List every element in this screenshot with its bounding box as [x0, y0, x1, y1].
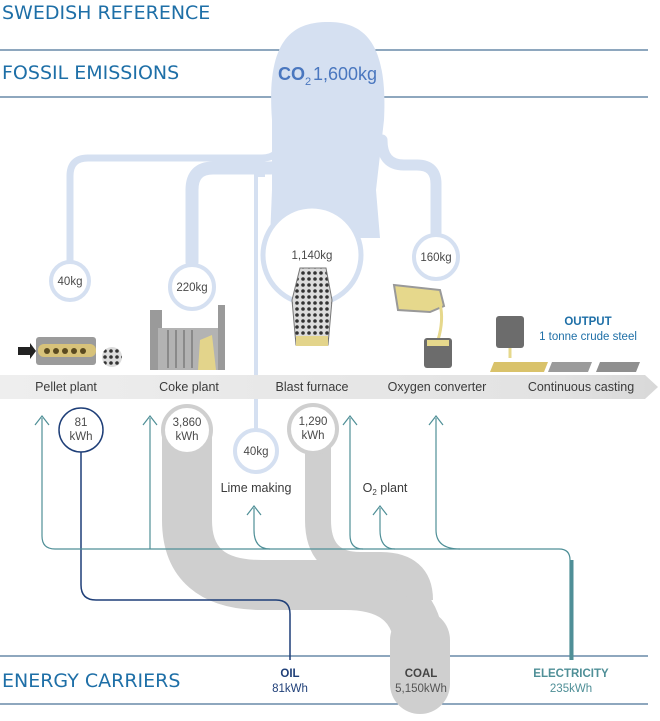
process-coke-plant: Coke plant [159, 380, 219, 394]
svg-text:CO2: CO2 [278, 64, 311, 88]
output-title: OUTPUT [564, 316, 611, 328]
co2-main-plume [270, 22, 385, 238]
coal-flows [162, 430, 445, 690]
carrier-electricity-value: 235kWh [550, 683, 592, 695]
coke-energy-value: 3,860 [173, 417, 202, 429]
o2-plant-word: plant [377, 481, 408, 495]
oil-flow [80, 452, 291, 660]
blast-energy-value: 1,290 [299, 416, 328, 428]
electricity-flows [41, 418, 571, 660]
co2-total-value: 1,600kg [313, 64, 377, 84]
process-strip [0, 375, 658, 399]
blast-furnace-icon [291, 267, 333, 346]
o2-sub: 2 [372, 488, 377, 497]
coke-energy-unit: kWh [176, 431, 199, 443]
section-fossil-emissions: FOSSIL EMISSIONS [2, 62, 179, 84]
coal-carrier-capsule [390, 610, 450, 714]
process-blast-furnace: Blast furnace [276, 380, 349, 394]
lime-emission: 40kg [244, 446, 269, 458]
process-continuous-casting: Continuous casting [528, 380, 634, 394]
coke-energy-bubble [161, 404, 213, 456]
pellet-energy-bubble [58, 407, 104, 453]
lime-making-label: Lime making [221, 481, 292, 495]
o2-chem: O [363, 481, 373, 495]
coke-emission: 220kg [176, 282, 207, 294]
pellet-energy-value: 81 [75, 417, 88, 429]
carrier-oil-name: OIL [280, 668, 299, 680]
carrier-coal-name: COAL [405, 668, 438, 680]
page-title: SWEDISH REFERENCE [2, 2, 210, 24]
carrier-coal-value: 5,150kWh [395, 683, 447, 695]
emission-bubbles [49, 203, 460, 474]
blast-emission: 1,140kg [292, 250, 333, 262]
co2-chem: CO [278, 64, 305, 84]
pellet-plant-icon [18, 337, 122, 367]
pellet-emission: 40kg [58, 276, 83, 288]
coke-plant-icon [150, 305, 225, 370]
carrier-oil-value: 81kWh [272, 683, 308, 695]
output-text: 1 tonne crude steel [539, 331, 637, 343]
oxygen-converter-icon [392, 283, 452, 368]
carrier-electricity-name: ELECTRICITY [533, 668, 609, 680]
pellet-energy-unit: kWh [70, 431, 93, 443]
blast-energy-bubble [287, 403, 339, 455]
arrowheads [34, 415, 444, 516]
process-pellet-plant: Pellet plant [35, 380, 97, 394]
co2-total-label: CO2 1,600kg [278, 64, 377, 88]
blast-energy-unit: kWh [302, 430, 325, 442]
co2-sub: 2 [305, 76, 311, 88]
oxygen-emission: 160kg [420, 252, 451, 264]
process-oxygen-converter: Oxygen converter [388, 380, 487, 394]
o2-plant-label: O2 plant [363, 481, 408, 497]
section-energy-carriers: ENERGY CARRIERS [2, 670, 180, 692]
continuous-casting-icon [490, 316, 640, 372]
